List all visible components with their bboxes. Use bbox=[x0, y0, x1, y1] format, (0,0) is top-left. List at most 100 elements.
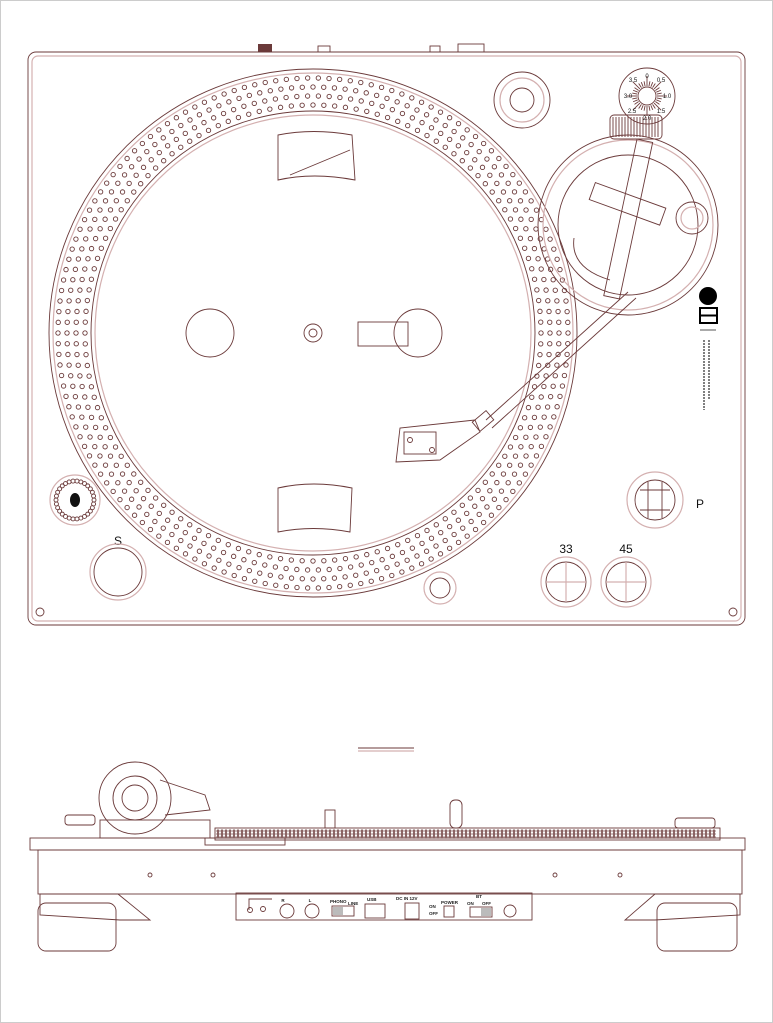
speed-45-button[interactable] bbox=[600, 556, 652, 608]
platter-side-dot bbox=[644, 835, 648, 839]
spindle bbox=[308, 328, 318, 338]
platter-dot bbox=[451, 509, 457, 515]
platter-side-dot bbox=[296, 835, 300, 839]
platter-dot bbox=[267, 572, 273, 578]
platter-side-dot bbox=[372, 829, 376, 833]
platter-side-dot bbox=[656, 832, 660, 836]
platter-dot bbox=[414, 127, 421, 133]
platter-dot bbox=[82, 319, 88, 325]
platter-dot bbox=[554, 362, 560, 368]
platter-dot bbox=[81, 216, 88, 223]
power-switch[interactable] bbox=[443, 905, 455, 918]
platter-dot bbox=[83, 424, 89, 430]
platter-dot bbox=[537, 424, 543, 430]
platter-side-dot bbox=[668, 832, 672, 836]
plinth-top bbox=[27, 51, 746, 626]
bt-knob-dot bbox=[89, 505, 95, 511]
dial-label: 2.5 bbox=[628, 109, 637, 115]
platter-side-dot bbox=[660, 829, 664, 833]
platter-dot bbox=[538, 394, 544, 400]
platter-dot bbox=[537, 236, 543, 242]
tonearm[interactable] bbox=[395, 114, 719, 463]
platter-dot bbox=[455, 539, 462, 546]
plinth-side bbox=[37, 849, 743, 895]
platter-side-dot bbox=[524, 829, 528, 833]
brand-logo bbox=[699, 287, 718, 410]
platter-dot bbox=[310, 102, 316, 108]
platter-dot bbox=[565, 319, 571, 325]
bt-switch[interactable] bbox=[469, 906, 493, 918]
platter-side-dot bbox=[516, 832, 520, 836]
platter-dot bbox=[528, 443, 534, 450]
platter-dot bbox=[523, 453, 529, 459]
rca-right-jack[interactable] bbox=[279, 903, 295, 919]
platter[interactable] bbox=[48, 68, 578, 598]
platter-dot bbox=[144, 148, 150, 155]
bluetooth-knob[interactable] bbox=[49, 474, 101, 526]
pitch-button[interactable] bbox=[626, 471, 684, 529]
platter-dot bbox=[152, 518, 158, 525]
platter-side-dot bbox=[448, 835, 452, 839]
platter-dot bbox=[523, 207, 529, 213]
platter-mat bbox=[94, 114, 532, 552]
platter-dot bbox=[148, 157, 154, 163]
platter-dot bbox=[364, 551, 370, 558]
platter-side-dot bbox=[236, 832, 240, 836]
phono-line-switch[interactable] bbox=[331, 905, 355, 917]
platter-dot bbox=[97, 471, 104, 477]
platter-side-dot bbox=[692, 835, 696, 839]
platter-dot bbox=[437, 551, 444, 557]
rear-tab bbox=[317, 45, 331, 53]
rca-left-jack[interactable] bbox=[304, 903, 320, 919]
platter-dot bbox=[374, 549, 380, 555]
platter-dot bbox=[523, 226, 529, 232]
platter-dot bbox=[102, 444, 108, 450]
platter-side-dot bbox=[632, 835, 636, 839]
mat-hole-right bbox=[393, 308, 443, 358]
platter-dot bbox=[133, 172, 139, 178]
platter-side-dot bbox=[464, 832, 468, 836]
platter-side-dot bbox=[228, 829, 232, 833]
platter-dot bbox=[182, 551, 189, 557]
platter-dot bbox=[522, 245, 528, 251]
platter-dot bbox=[358, 580, 364, 587]
platter-dot bbox=[555, 308, 561, 315]
platter-dot bbox=[196, 548, 203, 554]
platter-dot bbox=[414, 533, 421, 539]
platter-dot bbox=[205, 127, 212, 133]
platter-side-dot bbox=[436, 829, 440, 833]
platter-side-dot bbox=[512, 832, 516, 836]
platter-dot bbox=[305, 75, 311, 81]
bt-pair-button[interactable] bbox=[503, 904, 517, 918]
anti-skate-dial[interactable]: 0 0.5 1.0 1.5 2.0 2.5 3.0 3.5 bbox=[618, 67, 676, 125]
platter-side-dot bbox=[632, 829, 636, 833]
platter-side-dot bbox=[540, 829, 544, 833]
bt-knob-dot bbox=[87, 486, 93, 492]
platter-dot bbox=[538, 341, 544, 347]
light-button[interactable] bbox=[423, 571, 457, 605]
speed-33-button[interactable] bbox=[540, 556, 592, 608]
platter-side-dot bbox=[332, 829, 336, 833]
start-stop-button[interactable] bbox=[89, 543, 147, 601]
platter-dot bbox=[535, 256, 541, 262]
platter-dot bbox=[394, 561, 400, 567]
platter-side-dot bbox=[608, 835, 612, 839]
platter-side-dot bbox=[520, 832, 524, 836]
dial-label: 0 bbox=[645, 74, 649, 80]
platter-dot bbox=[205, 533, 212, 539]
speed-45-label: 45 bbox=[619, 542, 633, 556]
platter-dot bbox=[56, 309, 62, 315]
platter-dot bbox=[112, 216, 119, 222]
platter-dot bbox=[131, 512, 138, 518]
bt-knob-dot bbox=[57, 486, 63, 492]
dc-in-jack[interactable] bbox=[404, 902, 420, 920]
platter-dot bbox=[522, 471, 529, 477]
platter-dot bbox=[299, 576, 305, 582]
platter-dot bbox=[541, 414, 547, 420]
usb-port[interactable] bbox=[364, 903, 386, 919]
platter-side-dot bbox=[696, 832, 700, 836]
platter-dot bbox=[65, 351, 71, 358]
platter-side-dot bbox=[516, 829, 520, 833]
platter-dot bbox=[546, 351, 552, 358]
platter-side-dot bbox=[664, 829, 668, 833]
